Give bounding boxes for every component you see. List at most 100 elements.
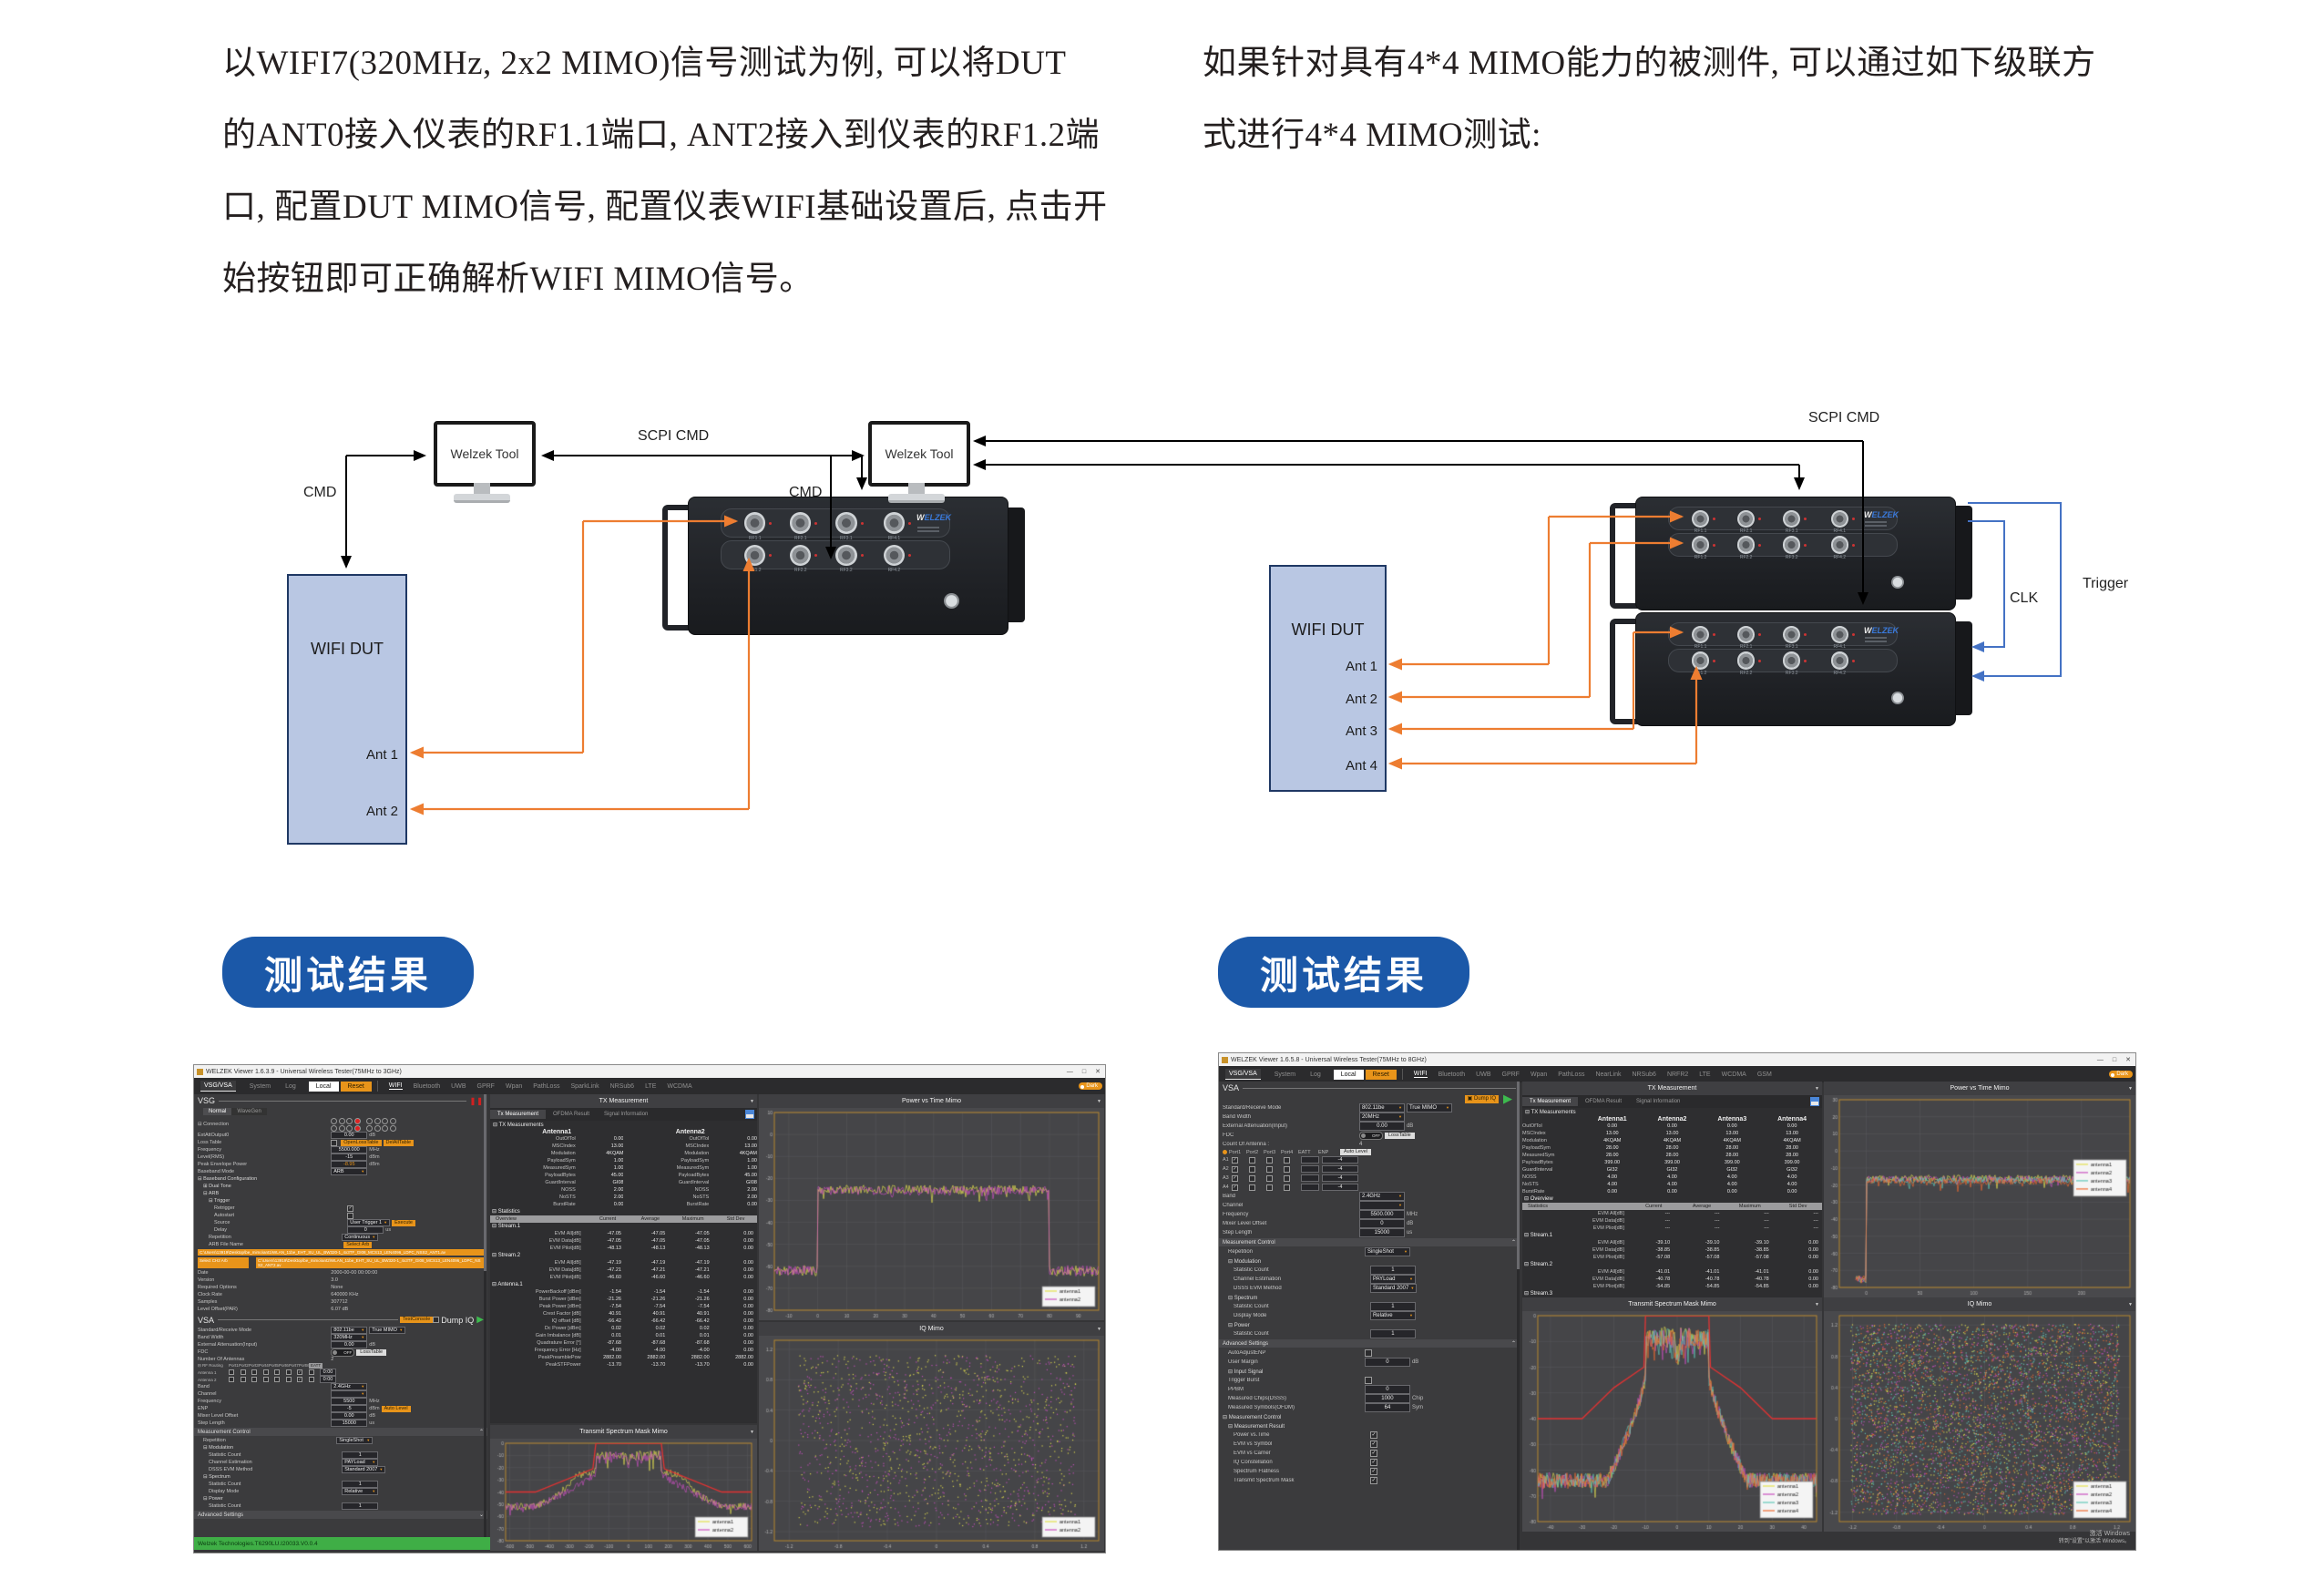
value-input[interactable]: 0.00 [1358, 1122, 1405, 1131]
tab-nrfr2[interactable]: NRFR2 [1666, 1071, 1689, 1078]
port-checkbox[interactable] [1249, 1165, 1255, 1173]
tab-wcdma[interactable]: WCDMA [667, 1082, 692, 1090]
tab-nearlink[interactable]: NearLink [1595, 1071, 1622, 1078]
iq-chart[interactable] [759, 1336, 1104, 1551]
tab-uwb[interactable]: UWB [451, 1082, 466, 1090]
routing-checkbox[interactable] [251, 1369, 257, 1375]
subtab-signal-information[interactable]: Signal Information [1636, 1099, 1681, 1104]
subtab-ofdma-result[interactable]: OFDMA Result [1585, 1099, 1623, 1104]
button-losstable[interactable]: LossTable [356, 1348, 387, 1356]
tab-vsg-vsa[interactable]: VSG/VSA [1225, 1069, 1261, 1080]
checkbox[interactable]: ✓ [1369, 1468, 1377, 1475]
local-button[interactable]: Local [1333, 1069, 1364, 1080]
dropdown-802-11be[interactable]: 802.11be▼ [1358, 1103, 1405, 1112]
dropdown-channel-estimation[interactable]: PAYLoad▼ [342, 1459, 379, 1466]
tab-sparklink[interactable]: SparkLink [570, 1082, 599, 1090]
vsg-tab-normal[interactable]: Normal [203, 1108, 232, 1115]
dropdown-channel-estimation[interactable]: PAYLoad▼ [1369, 1275, 1416, 1284]
tab-pathloss[interactable]: PathLoss [1558, 1071, 1585, 1078]
tab-nrsub6[interactable]: NRSub6 [609, 1082, 635, 1090]
port-checkbox[interactable] [1284, 1184, 1290, 1191]
tab-uwb[interactable]: UWB [1476, 1071, 1491, 1078]
port-checkbox[interactable]: ✓ [1232, 1184, 1238, 1191]
tab-gprf[interactable]: GPRF [476, 1082, 495, 1090]
port-checkbox[interactable] [1284, 1165, 1290, 1173]
dropdown-band-width[interactable]: 20MHz▼ [1358, 1112, 1405, 1122]
iq-chart[interactable] [1824, 1311, 2135, 1532]
fdc-toggle[interactable]: OFF [1358, 1131, 1383, 1140]
tab-vsg-vsa[interactable]: VSG/VSA [200, 1081, 236, 1092]
button-select-arb[interactable]: Select Arb [343, 1241, 373, 1248]
tsm-chart[interactable] [490, 1439, 757, 1551]
left-panel-scrollbar[interactable] [484, 1094, 486, 1537]
port-checkbox[interactable]: ✓ [1232, 1165, 1238, 1173]
power-button[interactable] [944, 593, 960, 610]
port-checkbox[interactable]: ✓ [1232, 1156, 1238, 1164]
dropdown-band[interactable]: 2.4GHz▼ [1358, 1192, 1405, 1201]
port-circle[interactable] [346, 1117, 353, 1124]
value-input[interactable]: 0 [1364, 1358, 1410, 1367]
value-input[interactable]: 0.00 [331, 1341, 368, 1348]
rf-connector[interactable] [1692, 509, 1710, 528]
value-input[interactable]: 1 [342, 1451, 379, 1459]
routing-checkbox[interactable] [251, 1377, 257, 1382]
tab-system[interactable]: System [1274, 1071, 1296, 1078]
routing-checkbox[interactable] [262, 1369, 269, 1375]
subtab-tx-measurement[interactable]: Tx Measurement [1522, 1097, 1579, 1106]
port-circle[interactable] [331, 1117, 338, 1124]
tab-bluetooth[interactable]: Bluetooth [1438, 1071, 1466, 1078]
port-circle[interactable] [366, 1124, 374, 1132]
section-measurement-control[interactable]: Measurement Control⌃ [194, 1428, 487, 1436]
section-advanced-settings[interactable]: Advanced Settings⌄ [194, 1511, 487, 1519]
select-ch2-arb-button[interactable]: Select CH2 Arb [198, 1257, 249, 1268]
port-checkbox[interactable] [1266, 1156, 1273, 1164]
port-checkbox[interactable] [1249, 1156, 1255, 1164]
power-button[interactable] [1891, 692, 1905, 705]
value-input[interactable]: 1 [342, 1502, 379, 1510]
port-checkbox[interactable] [1284, 1156, 1290, 1164]
checkbox[interactable] [433, 1317, 440, 1323]
rf-connector[interactable] [1737, 509, 1756, 528]
port-circle[interactable] [346, 1124, 353, 1132]
checkbox[interactable]: ✓ [1369, 1431, 1377, 1439]
rf-connector[interactable] [1692, 536, 1710, 554]
vsg-tab-wavegen[interactable]: WaveGen [231, 1108, 267, 1115]
tab-pathloss[interactable]: PathLoss [533, 1082, 560, 1090]
dump-iq-checkbox[interactable]: ▣ Dump IQ [1464, 1094, 1499, 1103]
checkbox[interactable]: ✓ [1369, 1459, 1377, 1466]
value-input[interactable]: 64 [1364, 1403, 1410, 1412]
play-button[interactable]: ▶ [476, 1315, 484, 1325]
tsm-chart[interactable] [1522, 1311, 1822, 1532]
enp-value[interactable]: -4 [1322, 1174, 1358, 1182]
routing-checkbox[interactable]: ✓ [297, 1377, 302, 1382]
dropdown-repetition[interactable]: SingleShot▼ [1364, 1247, 1410, 1256]
subtab-signal-information[interactable]: Signal Information [604, 1112, 649, 1117]
tab-gsm[interactable]: GSM [1756, 1071, 1772, 1078]
dropdown-dsss-evm-method[interactable]: Standard 2007▼ [1369, 1284, 1418, 1293]
dark-mode-toggle[interactable]: Dark [2109, 1071, 2133, 1078]
rf-connector[interactable] [835, 544, 857, 566]
value-input[interactable]: 1 [1369, 1302, 1416, 1311]
tab-log[interactable]: Log [285, 1082, 296, 1090]
eatt-value[interactable] [1301, 1174, 1319, 1182]
dropdown-band-width[interactable]: 320MHz▼ [331, 1334, 368, 1341]
subtab-tx-measurement[interactable]: Tx Measurement [490, 1110, 547, 1119]
tab-wifi[interactable]: WIFI [1413, 1071, 1428, 1078]
rf-connector[interactable] [883, 512, 906, 534]
fdc-toggle[interactable]: OFF [331, 1348, 355, 1357]
value-input[interactable]: 5500 [331, 1398, 368, 1405]
port-checkbox[interactable] [1266, 1184, 1273, 1191]
close-button[interactable]: ✕ [2125, 1057, 2131, 1063]
rf-connector[interactable] [1737, 651, 1756, 670]
value-input[interactable]: 1 [342, 1481, 379, 1488]
eatt-value[interactable]: 0:00 [320, 1369, 336, 1376]
port-circle[interactable] [382, 1117, 389, 1124]
rf-connector[interactable] [883, 544, 906, 566]
pvt-chart[interactable] [759, 1108, 1104, 1320]
dropdown-dsss-evm-method[interactable]: Standard 2007▼ [342, 1466, 386, 1473]
minimize-button[interactable]: — [2096, 1056, 2104, 1063]
value-input[interactable]: 0 [1358, 1219, 1405, 1228]
eatt-value[interactable] [1301, 1184, 1319, 1191]
section-measurement-control[interactable]: Measurement Control⌃ [1219, 1238, 1520, 1246]
value-input[interactable]: 15000 [331, 1420, 368, 1427]
